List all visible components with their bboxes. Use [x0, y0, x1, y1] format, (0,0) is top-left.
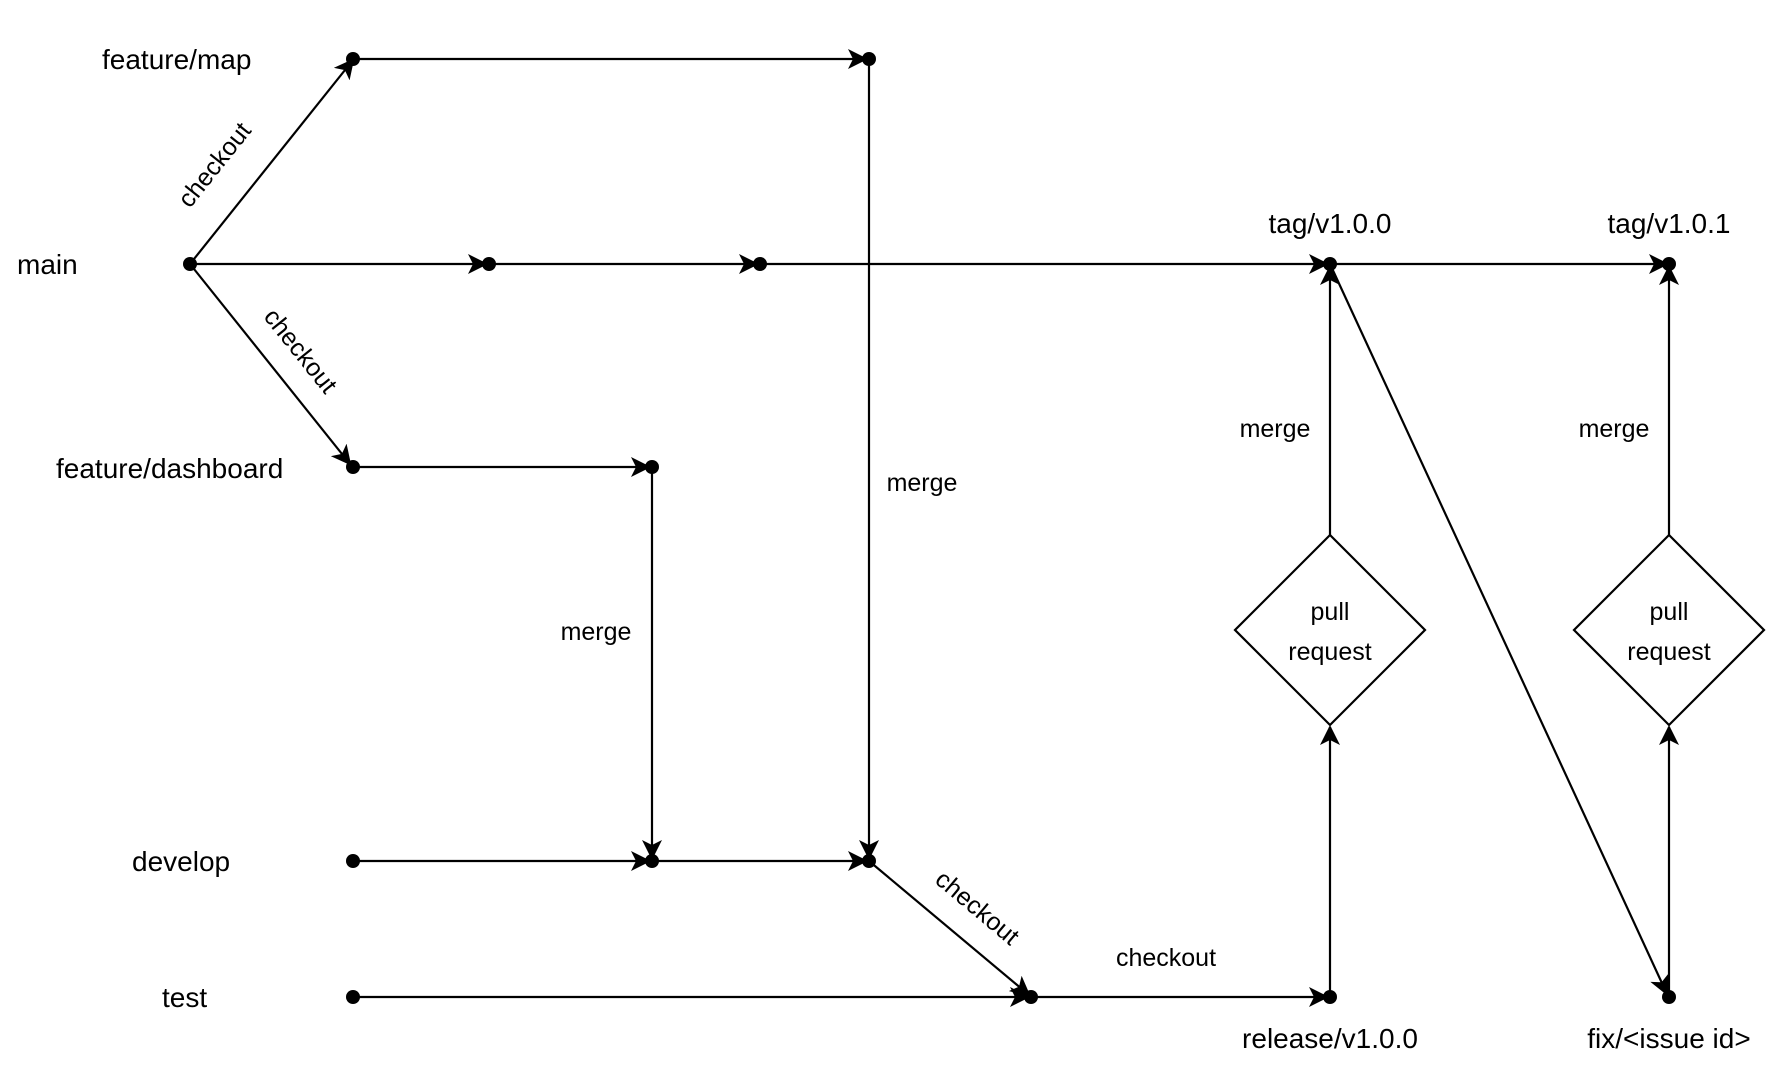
commit-dot [346, 854, 360, 868]
edge-main-to-feature-dashboard [189, 263, 352, 466]
commit-dot [346, 990, 360, 1004]
edge-develop-to-test [868, 860, 1031, 997]
pull-request-label-2-line1: pull [1650, 598, 1689, 626]
commit-dot [1323, 257, 1337, 271]
pull-request-diamond-2 [1572, 533, 1766, 727]
commit-dot [1662, 257, 1676, 271]
commit-dot [862, 854, 876, 868]
branch-label-release: release/v1.0.0 [1242, 1023, 1418, 1054]
edge-label-merge-map: merge [887, 469, 958, 497]
branch-label-fix: fix/<issue id> [1587, 1023, 1750, 1054]
commit-dot [645, 854, 659, 868]
commit-dot [346, 52, 360, 66]
edge-label-merge-dashboard: merge [561, 618, 632, 646]
commit-dot [183, 257, 197, 271]
edge-tag100-to-fix [1329, 263, 1669, 996]
edge-label-checkout-dashboard: checkout [258, 303, 342, 399]
pull-request-label-1-line1: pull [1311, 598, 1350, 626]
commit-dot [862, 52, 876, 66]
edge-label-merge-tag101: merge [1579, 415, 1650, 443]
commit-dot [1323, 990, 1337, 1004]
commit-dot [645, 460, 659, 474]
commit-dot [753, 257, 767, 271]
edges [189, 49, 1679, 1007]
branch-label-main: main [17, 249, 78, 280]
pull-request-label-2-line2: request [1627, 638, 1710, 666]
commit-dot [1024, 990, 1038, 1004]
commit-dot [346, 460, 360, 474]
branch-label-feature-dashboard: feature/dashboard [56, 453, 283, 484]
commit-dot [1662, 990, 1676, 1004]
tag-label-v101: tag/v1.0.1 [1608, 208, 1731, 239]
edge-label-checkout-release: checkout [1116, 944, 1216, 972]
branch-label-feature-map: feature/map [102, 44, 251, 75]
branch-label-test: test [162, 982, 207, 1013]
edge-label-checkout-map: checkout [173, 117, 257, 213]
branch-label-develop: develop [132, 846, 230, 877]
pull-request-label-1-line2: request [1288, 638, 1371, 666]
commit-dot [482, 257, 496, 271]
edge-label-checkout-test: checkout [930, 865, 1025, 951]
commit-nodes [183, 52, 1676, 1004]
tag-label-v100: tag/v1.0.0 [1269, 208, 1392, 239]
edge-main-to-feature-map [189, 58, 355, 265]
edge-label-merge-tag100: merge [1240, 415, 1311, 443]
pull-request-diamond-1 [1233, 533, 1427, 727]
